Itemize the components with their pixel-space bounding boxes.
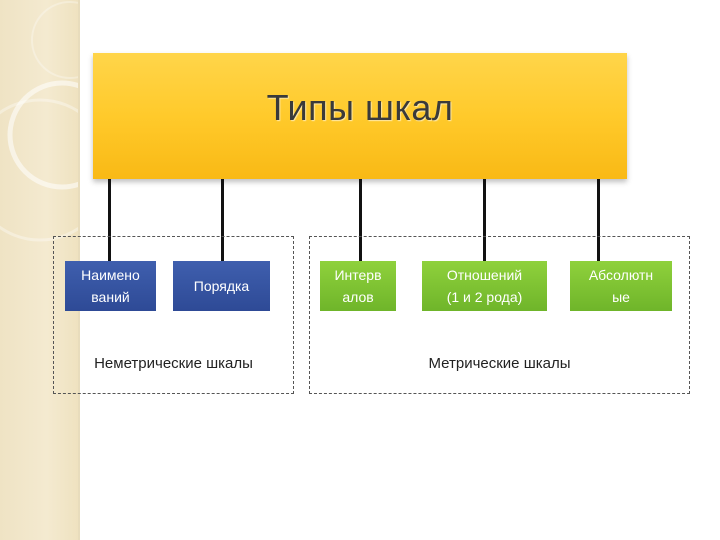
node-order: Порядка: [173, 261, 270, 311]
nonmetric-group-label: Неметрические шкалы: [94, 355, 253, 372]
metric-group-box: [309, 236, 690, 394]
nonmetric-group-box: [53, 236, 294, 394]
diagram-title: Типы шкал: [266, 87, 454, 128]
metric-group-label: Метрические шкалы: [428, 355, 571, 372]
connector-absolute: [597, 179, 600, 263]
node-naming: Наимено ваний: [65, 261, 156, 311]
node-ratio: Отношений (1 и 2 рода): [422, 261, 547, 311]
connector-ratio: [483, 179, 486, 263]
decorative-circles: [0, 1, 78, 242]
node-absolute: Абсолютн ые: [570, 261, 672, 311]
node-interval: Интерв алов: [320, 261, 396, 311]
connector-interval: [359, 179, 362, 263]
connector-naming: [108, 179, 111, 263]
connector-order: [221, 179, 224, 263]
title-box: Типы шкал: [93, 53, 627, 179]
